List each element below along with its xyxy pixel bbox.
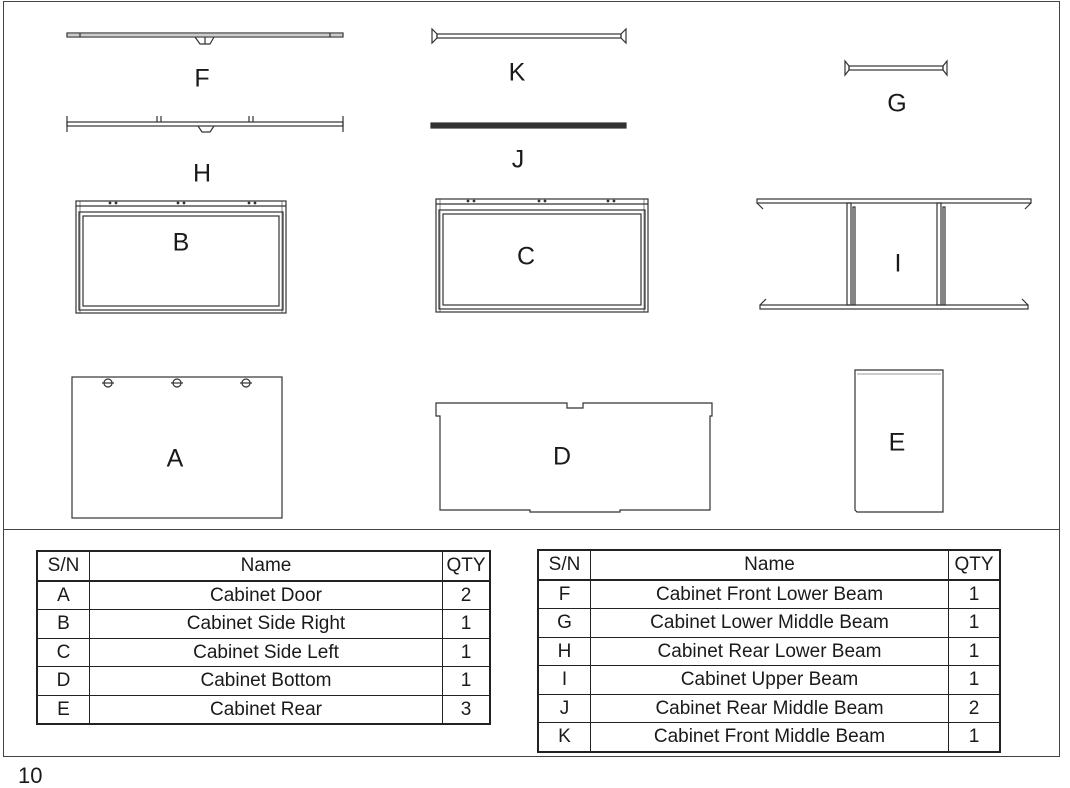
cell-qty: 1: [948, 636, 1001, 666]
cell-qty: 1: [948, 608, 1001, 638]
table-row: F Cabinet Front Lower Beam 1: [537, 579, 1001, 609]
part-f-drawing: [66, 32, 344, 45]
cell-name: Cabinet Rear Lower Beam: [590, 636, 949, 666]
table-row: K Cabinet Front Middle Beam 1: [537, 722, 1001, 753]
cell-qty: 3: [442, 694, 491, 725]
section-divider: [3, 529, 1060, 530]
part-label-e: E: [888, 428, 906, 457]
cell-sn: G: [537, 608, 591, 638]
table-row: G Cabinet Lower Middle Beam 1: [537, 608, 1001, 638]
part-i-drawing: [756, 198, 1032, 310]
cell-name: Cabinet Front Lower Beam: [590, 579, 949, 609]
cell-qty: 1: [948, 579, 1001, 609]
cell-sn: F: [537, 579, 591, 609]
cell-sn: J: [537, 693, 591, 723]
cell-name: Cabinet Rear Middle Beam: [590, 693, 949, 723]
part-label-d: D: [552, 442, 572, 471]
page-number: 10: [18, 763, 43, 788]
table-row: E Cabinet Rear 3: [36, 694, 491, 725]
part-label-i: I: [894, 249, 902, 278]
header-name: Name: [590, 549, 949, 581]
cell-sn: B: [36, 609, 90, 639]
cell-name: Cabinet Side Right: [89, 609, 443, 639]
cell-name: Cabinet Front Middle Beam: [590, 722, 949, 753]
cell-name: Cabinet Lower Middle Beam: [590, 608, 949, 638]
table-row: B Cabinet Side Right 1: [36, 609, 491, 639]
cell-qty: 2: [442, 580, 491, 610]
part-label-b: B: [172, 228, 190, 257]
cell-sn: A: [36, 580, 90, 610]
header-sn: S/N: [36, 550, 90, 582]
cell-name: Cabinet Bottom: [89, 666, 443, 696]
cell-qty: 1: [442, 637, 491, 667]
parts-table-right: S/N Name QTY F Cabinet Front Lower Beam …: [537, 549, 1001, 753]
cell-qty: 1: [948, 665, 1001, 695]
cell-name: Cabinet Side Left: [89, 637, 443, 667]
part-b-drawing: [75, 200, 287, 314]
cell-qty: 1: [442, 666, 491, 696]
cell-sn: D: [36, 666, 90, 696]
part-k-drawing: [431, 27, 627, 45]
table-row: J Cabinet Rear Middle Beam 2: [537, 693, 1001, 723]
part-label-g: G: [887, 89, 907, 118]
header-name: Name: [89, 550, 443, 582]
part-g-drawing: [844, 59, 948, 77]
part-label-f: F: [194, 64, 210, 93]
cell-sn: H: [537, 636, 591, 666]
part-c-drawing: [435, 198, 649, 313]
header-qty: QTY: [948, 549, 1001, 581]
table-header-row: S/N Name QTY: [36, 550, 491, 582]
cell-name: Cabinet Upper Beam: [590, 665, 949, 695]
part-e-drawing: [854, 369, 944, 513]
table-row: C Cabinet Side Left 1: [36, 637, 491, 667]
parts-drawing: [66, 27, 1032, 519]
table-row: H Cabinet Rear Lower Beam 1: [537, 636, 1001, 666]
table-row: D Cabinet Bottom 1: [36, 666, 491, 696]
cell-sn: C: [36, 637, 90, 667]
cell-sn: I: [537, 665, 591, 695]
cell-qty: 1: [442, 609, 491, 639]
cell-sn: K: [537, 722, 591, 753]
part-label-a: A: [166, 444, 184, 473]
part-label-j: J: [511, 145, 525, 174]
part-label-h: H: [192, 159, 212, 188]
parts-table-left: S/N Name QTY A Cabinet Door 2 B Cabinet …: [36, 550, 491, 725]
page-frame: [3, 1, 1060, 757]
part-a-drawing: [71, 376, 283, 519]
cell-qty: 1: [948, 722, 1001, 753]
table-row: A Cabinet Door 2: [36, 580, 491, 610]
cell-sn: E: [36, 694, 90, 725]
part-d-drawing: [435, 402, 713, 513]
table-row: I Cabinet Upper Beam 1: [537, 665, 1001, 695]
header-sn: S/N: [537, 549, 591, 581]
table-header-row: S/N Name QTY: [537, 549, 1001, 581]
part-label-c: C: [516, 242, 536, 271]
cell-name: Cabinet Rear: [89, 694, 443, 725]
part-h-drawing: [66, 116, 344, 133]
cell-name: Cabinet Door: [89, 580, 443, 610]
part-label-k: K: [508, 58, 526, 87]
part-j-drawing: [430, 122, 627, 129]
cell-qty: 2: [948, 693, 1001, 723]
header-qty: QTY: [442, 550, 491, 582]
